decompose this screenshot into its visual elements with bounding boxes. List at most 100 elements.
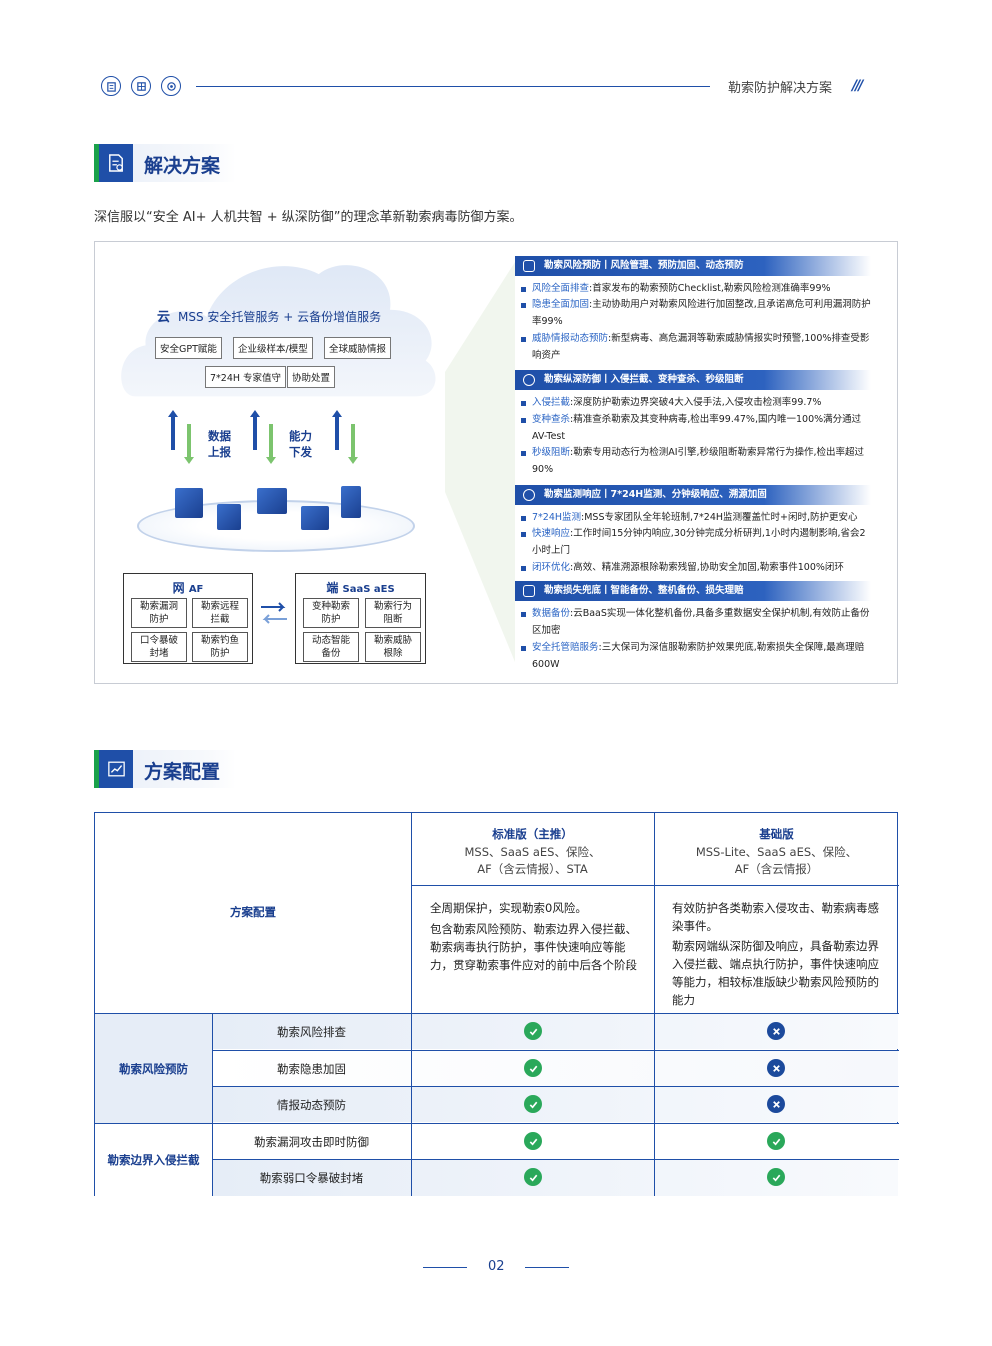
item-value: :主动协助用户对勒索风险进行加固整改,且承诺高危可利用漏洞防护率99% <box>532 299 871 327</box>
page-number: 02 <box>488 1259 505 1274</box>
group-title: 勒索纵深防御丨入侵拦截、变种查杀、秒级阻断 <box>544 374 744 385</box>
section-title-solution: 解决方案 <box>94 144 236 182</box>
section-accent-bar <box>94 750 99 788</box>
table-vline <box>411 813 412 1196</box>
intro-text: 深信服以“安全 AI+ 人机共智 + 纵深防御”的理念革新勒索病毒防御方案。 <box>94 210 523 225</box>
page-line-left <box>423 1267 467 1268</box>
item-value: :深度防护勒索边界突破4大入侵手法,入侵攻击检测率99.7% <box>570 397 822 408</box>
table-hline <box>212 1050 899 1051</box>
item-key: 快速响应 <box>532 528 571 539</box>
cloud-shape <box>121 265 436 397</box>
cloud-title-text: MSS 安全托管服务 + 云备份增值服务 <box>178 310 382 324</box>
gear-icon <box>523 374 535 386</box>
check-icon <box>767 1168 785 1186</box>
group-label: 勒索边界入侵拦截 <box>107 1153 200 1167</box>
cloud-tag: 全球威胁情报 <box>324 337 392 359</box>
endpoint-sub: SaaS aES <box>342 584 395 595</box>
endpoint-box: 端 SaaS aES 变种勒索 防护 勒索行为 阻断 动态智能 备份 勒索威胁 … <box>295 573 426 664</box>
chart-icon <box>99 750 133 788</box>
section-accent-bar <box>94 144 99 182</box>
building-illustration <box>217 504 241 530</box>
header-slashes: /// <box>852 78 863 94</box>
basic-title: 基础版 <box>759 827 794 841</box>
item-key: 威胁情报动态预防 <box>532 333 609 344</box>
list-item: 安全托管赔服务:三大保司为深信服勒索防护效果兜底,勒索损失全保障,最高理赔600… <box>521 640 871 673</box>
up-arrow <box>168 410 178 450</box>
std-sub: MSS、SaaS aES、保险、 <box>464 845 601 859</box>
section-title-config: 方案配置 <box>94 750 236 788</box>
group-title: 勒索损失兜底丨智能备份、整机备份、损失理赔 <box>544 585 744 596</box>
config-table: 方案配置 标准版（主推） MSS、SaaS aES、保险、 AF（含云情报）、S… <box>94 812 899 1196</box>
group-header-risk-prevention: 勒索风险预防丨风险管理、预防加固、动态预防 <box>515 256 871 276</box>
network-cell: 勒索远程 拦截 <box>192 598 248 628</box>
table-hline <box>411 885 899 886</box>
table-vline <box>212 1013 213 1196</box>
network-cell: 勒索漏洞 防护 <box>131 598 187 628</box>
table-hline <box>95 1013 899 1014</box>
std-title: 标准版（主推） <box>492 827 573 841</box>
endpoint-cell: 变种勒索 防护 <box>303 598 359 628</box>
row-label: 勒索弱口令暴破封堵 <box>259 1171 364 1185</box>
header-divider <box>196 86 710 87</box>
section-title-text: 方案配置 <box>144 761 221 783</box>
endpoint-cell: 勒索行为 阻断 <box>365 598 421 628</box>
item-key: 闭环优化 <box>532 562 571 573</box>
check-icon <box>524 1059 542 1077</box>
endpoint-cell: 动态智能 备份 <box>303 632 359 662</box>
item-key: 入侵拦截 <box>532 397 571 408</box>
backup-icon <box>523 585 535 597</box>
item-key: 变种查杀 <box>532 414 571 425</box>
list-item: 数据备份:云BaaS实现一体化整机备份,具备多重数据安全保护机制,有效防止备份区… <box>521 606 871 639</box>
basic-desc: 勒索网端纵深防御及响应，具备勒索边界入侵拦截、端点执行防护，事件快速响应等能力，… <box>672 939 879 1007</box>
list-item: 7*24H监测:MSS专家团队全年轮班制,7*24H监测覆盖忙时+闲时,防护更安… <box>521 510 871 527</box>
cross-icon <box>767 1059 785 1077</box>
group-title: 勒索监测响应丨7*24H监测、分钟级响应、溯源加固 <box>544 489 767 500</box>
list-item: 快速响应:工作时间15分钟内响应,30分钟完成分析研判,1小时内遏制影响,省会2… <box>521 526 871 559</box>
network-title: 网 <box>172 581 185 595</box>
item-value: :云BaaS实现一体化整机备份,具备多重数据安全保护机制,有效防止备份区加密 <box>532 608 870 636</box>
row-group-bg <box>95 1013 213 1123</box>
shield-icon <box>523 260 535 272</box>
group-label: 勒索风险预防 <box>119 1062 188 1076</box>
down-arrow <box>348 424 358 464</box>
network-cell: 口令暴破 封堵 <box>131 632 187 662</box>
item-value: :工作时间15分钟内响应,30分钟完成分析研判,1小时内遏制影响,省会2小时上门 <box>532 528 866 556</box>
std-sub: AF（含云情报）、STA <box>477 862 588 876</box>
table-hline <box>212 1086 899 1087</box>
connector-wedge <box>445 262 515 662</box>
item-value: :高效、精准溯源根除勒索残留,协助安全加固,勒索事件100%闭环 <box>570 562 844 573</box>
row-label: 勒索风险排查 <box>277 1025 346 1039</box>
capability-deliver-label: 能力 下发 <box>289 429 312 459</box>
cloud-prefix: 云 <box>157 310 171 325</box>
list-item: 闭环优化:高效、精准溯源根除勒索残留,协助安全加固,勒索事件100%闭环 <box>521 560 871 577</box>
row-label: 勒索隐患加固 <box>277 1062 346 1076</box>
cloud-tag: 企业级样本/模型 <box>233 337 313 359</box>
exchange-arrows <box>261 602 287 624</box>
building-illustration <box>301 506 329 530</box>
std-desc: 全周期保护，实现勒索0风险。 <box>430 901 587 915</box>
grid-icon <box>131 76 151 96</box>
check-icon <box>767 1132 785 1150</box>
item-key: 风险全面排查 <box>532 283 590 294</box>
check-icon <box>524 1095 542 1113</box>
target-icon <box>161 76 181 96</box>
item-key: 7*24H监测 <box>532 512 582 523</box>
basic-desc: 有效防护各类勒索入侵攻击、勒索病毒感染事件。 <box>672 901 879 933</box>
item-value: :首家发布的勒索预防Checklist,勒索风险检测准确率99% <box>589 283 831 294</box>
cross-icon <box>767 1095 785 1113</box>
check-icon <box>524 1132 542 1150</box>
solution-diagram-panel: 云 MSS 安全托管服务 + 云备份增值服务 安全GPT赋能 企业级样本/模型 全… <box>94 241 898 684</box>
network-cell: 勒索钓鱼 防护 <box>192 632 248 662</box>
cloud-tag: 安全GPT赋能 <box>155 337 222 359</box>
group-header-defense: 勒索纵深防御丨入侵拦截、变种查杀、秒级阻断 <box>515 370 871 390</box>
endpoint-title: 端 <box>326 581 339 595</box>
check-icon <box>524 1168 542 1186</box>
cross-icon <box>767 1022 785 1040</box>
item-key: 数据备份 <box>532 608 571 619</box>
item-value: :勒索专用动态行为检测AI引擎,秒级阻断勒索异常行为操作,检出率超过90% <box>532 447 865 475</box>
building-illustration <box>341 486 361 518</box>
item-value: :精准查杀勒索及其变种病毒,检出率99.47%,国内唯一100%满分通过AV-T… <box>532 414 862 442</box>
network-box: 网 AF 勒索漏洞 防护 勒索远程 拦截 口令暴破 封堵 勒索钓鱼 防护 <box>123 573 253 664</box>
page-line-right <box>525 1267 569 1268</box>
down-arrow <box>266 424 276 464</box>
